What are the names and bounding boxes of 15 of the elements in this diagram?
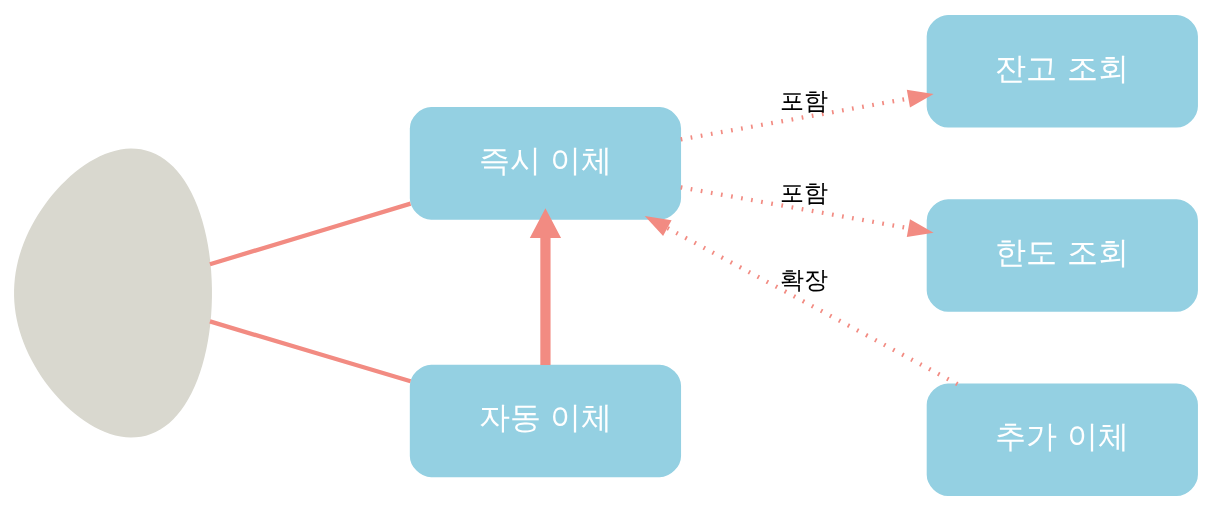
arrow	[680, 89, 934, 142]
edge-label: 확장	[779, 266, 828, 295]
edge-label: 포함	[779, 87, 828, 116]
connector	[209, 319, 412, 384]
node-box: 즉시 이체	[409, 107, 682, 220]
node-box: 잔고 조회	[926, 14, 1198, 128]
node-person	[14, 148, 212, 438]
connector	[209, 201, 412, 267]
node-box: 한도 조회	[926, 199, 1198, 312]
node-box: 추가 이체	[926, 383, 1198, 497]
node-box: 자동 이체	[409, 364, 682, 478]
edge-label: 포함	[779, 179, 828, 208]
arrow	[644, 215, 959, 387]
arrow	[529, 208, 562, 366]
arrow	[680, 185, 934, 238]
